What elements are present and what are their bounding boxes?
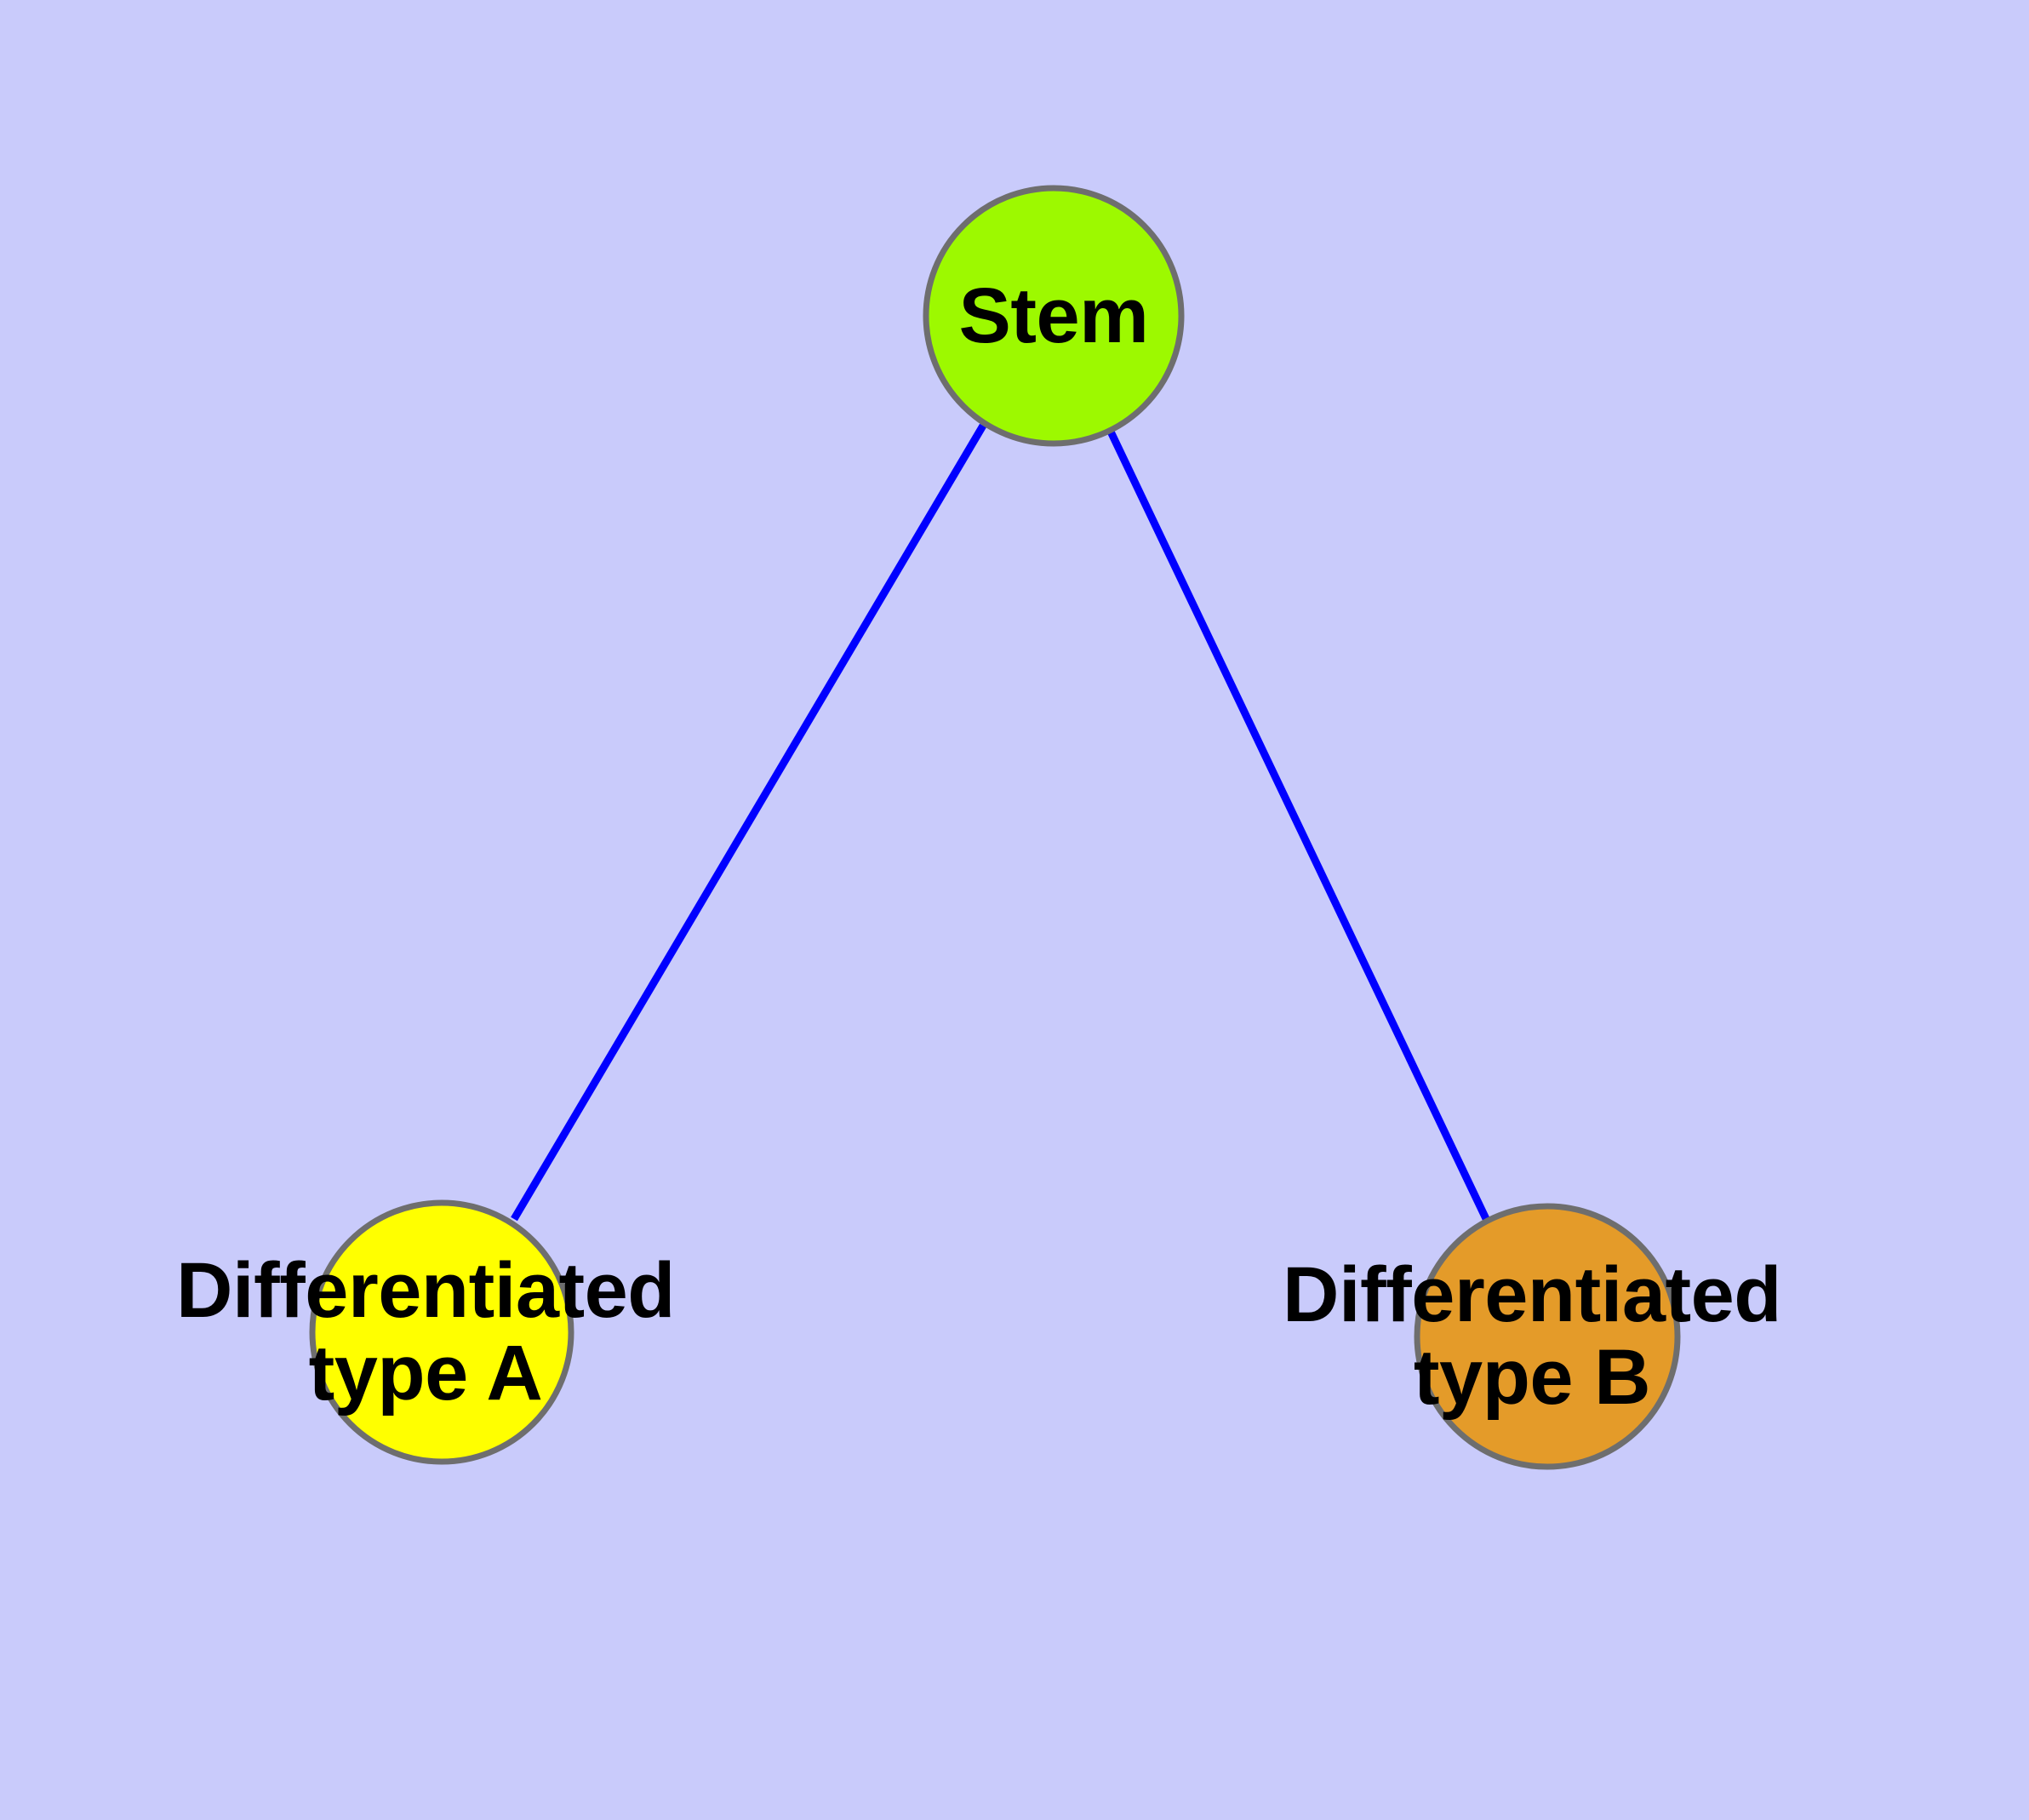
- edge-stem-to-differentiated-type-b[interactable]: [1106, 430, 1493, 1226]
- node-differentiated-type-b[interactable]: [1414, 1203, 1681, 1470]
- node-layer: [309, 185, 1681, 1470]
- edge-stem-to-differentiated-type-a[interactable]: [511, 423, 986, 1222]
- edge-layer: [511, 423, 1493, 1226]
- node-stem[interactable]: [923, 185, 1185, 447]
- node-differentiated-type-a[interactable]: [309, 1199, 574, 1465]
